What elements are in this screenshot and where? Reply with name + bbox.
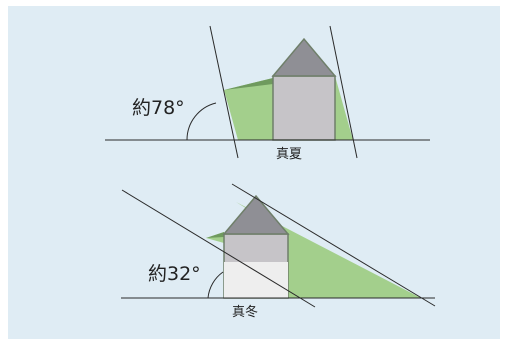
winter-scene: 約32° 真冬: [121, 183, 436, 320]
summer-house-wall: [272, 75, 336, 141]
summer-house-roof: [271, 37, 337, 77]
summer-angle-arc: [186, 102, 217, 141]
summer-shadow-left: [224, 78, 273, 140]
summer-shadow-right: [335, 76, 353, 140]
winter-house-roof: [222, 194, 290, 235]
summer-sun-ray-right: [329, 25, 358, 159]
winter-angle-arc: [207, 271, 224, 299]
summer-season-label: 真夏: [276, 147, 302, 162]
summer-sun-ray-left: [209, 25, 239, 159]
winter-wall-lit: [224, 262, 288, 298]
winter-sun-ray-upper: [231, 183, 436, 307]
winter-angle-label: 約32°: [148, 263, 201, 285]
summer-scene: 約78° 真夏: [105, 25, 430, 162]
winter-shadow-main: [236, 202, 421, 298]
summer-angle-label: 約78°: [132, 97, 185, 119]
diagram-panel: 約78° 真夏 約32° 真冬: [8, 6, 500, 339]
winter-sun-ray-lower: [121, 189, 316, 308]
summer-eave: [224, 78, 273, 90]
winter-eave: [206, 232, 224, 238]
winter-season-label: 真冬: [232, 304, 258, 320]
sun-angle-diagram: 約78° 真夏 約32° 真冬: [8, 6, 500, 339]
